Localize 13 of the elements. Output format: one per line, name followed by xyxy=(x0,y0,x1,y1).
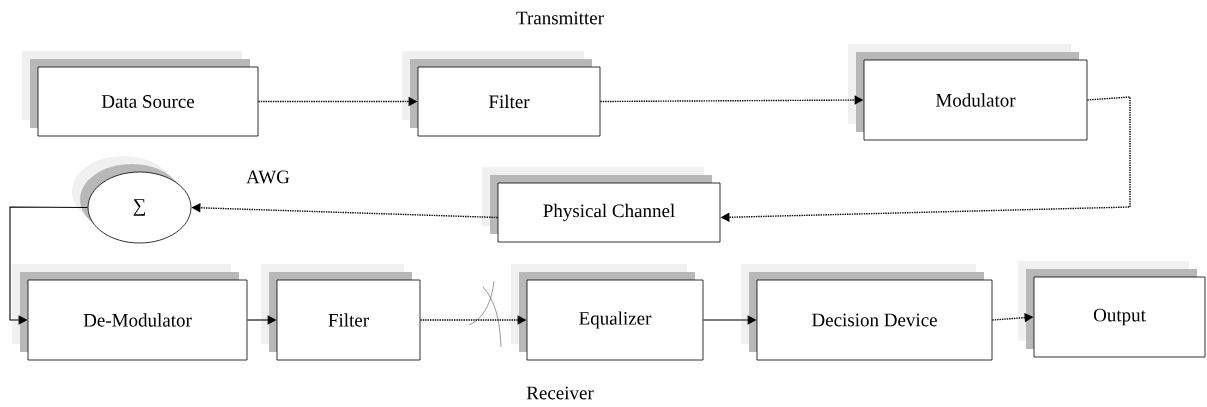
process-box: Equalizer xyxy=(511,264,704,361)
arrow xyxy=(9,206,89,325)
process-box: De-Modulator xyxy=(12,264,248,361)
text-label: Transmitter xyxy=(516,11,604,25)
process-box: Filter xyxy=(261,264,421,361)
process-box: Decision Device xyxy=(741,264,993,361)
process-box: Data Source xyxy=(22,51,259,137)
process-box: Physical Channel xyxy=(482,167,721,243)
text-label: AWG xyxy=(246,170,290,184)
process-box: Filter xyxy=(402,51,601,137)
process-box: Output xyxy=(1018,261,1206,358)
process-box: Modulator xyxy=(848,44,1088,141)
text-label: Receiver xyxy=(526,386,594,400)
